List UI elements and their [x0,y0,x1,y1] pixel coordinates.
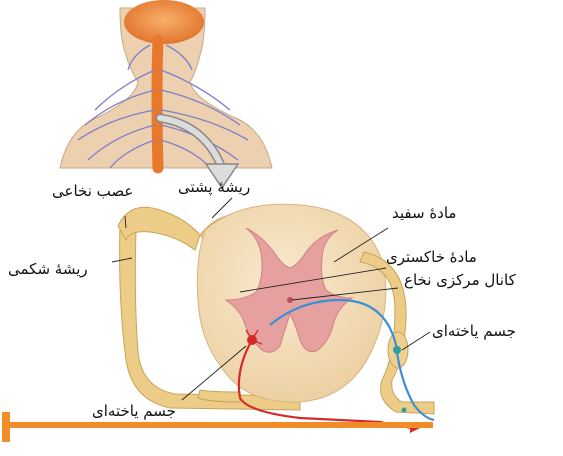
label-ventral-root: ریشهٔ شکمی [8,262,88,277]
page-divider-bar [2,422,433,428]
label-spinal-nerve: عصب نخاعی [52,184,133,199]
label-dorsal-root: ریشهٔ پشتی [178,180,250,195]
brain [124,0,204,44]
human-figure [60,0,272,168]
sensory-end-dot [402,408,407,413]
cord-cross-section [112,198,434,433]
sensory-cell-body [393,346,401,354]
label-cell-body-bottom: جسم یاخته‌ای [92,404,176,419]
label-cell-body-right: جسم یاخته‌ای [432,324,516,339]
label-white-matter: مادهٔ سفید [392,206,456,221]
spinal-cord-column [157,40,158,168]
label-central-canal: کانال مرکزی نخاع [404,273,516,288]
label-gray-matter: مادهٔ خاکستری [386,250,477,265]
